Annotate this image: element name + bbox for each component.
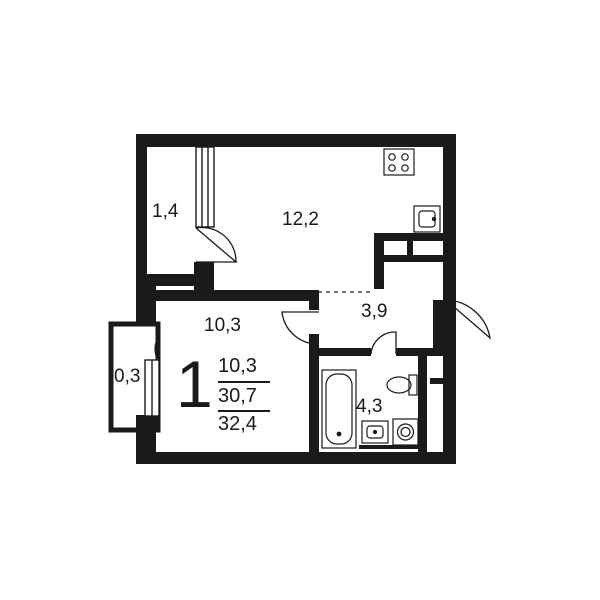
summary-divider bbox=[218, 410, 270, 412]
total-area-without-balcony-value: 30,7 bbox=[218, 385, 257, 407]
toilet-icon bbox=[386, 374, 418, 396]
hall-area-label: 3,9 bbox=[361, 301, 388, 322]
washing-machine-icon bbox=[392, 418, 419, 446]
living-area-value: 10,3 bbox=[218, 355, 257, 377]
kitchen-sink-icon bbox=[413, 205, 441, 233]
bathroom-sink-icon bbox=[361, 420, 389, 444]
rooms-count: 1 bbox=[176, 347, 213, 421]
total-area-value: 32,4 bbox=[218, 413, 257, 435]
stove-icon bbox=[383, 148, 415, 176]
summary-divider bbox=[218, 381, 270, 383]
inner-walls bbox=[156, 233, 446, 456]
bathroom-floor-line bbox=[359, 445, 419, 449]
bathtub-icon bbox=[321, 369, 357, 449]
loggia-area-label: 0,3 bbox=[114, 366, 141, 387]
balcony-area-label: 1,4 bbox=[152, 201, 179, 222]
door-swings bbox=[154, 226, 491, 361]
bathroom-area-label: 4,3 bbox=[356, 396, 383, 417]
kitchen-living-area-label: 12,2 bbox=[282, 209, 319, 230]
outer-walls bbox=[136, 134, 456, 464]
windows bbox=[144, 146, 215, 417]
bedroom-area-label: 10,3 bbox=[204, 315, 241, 336]
